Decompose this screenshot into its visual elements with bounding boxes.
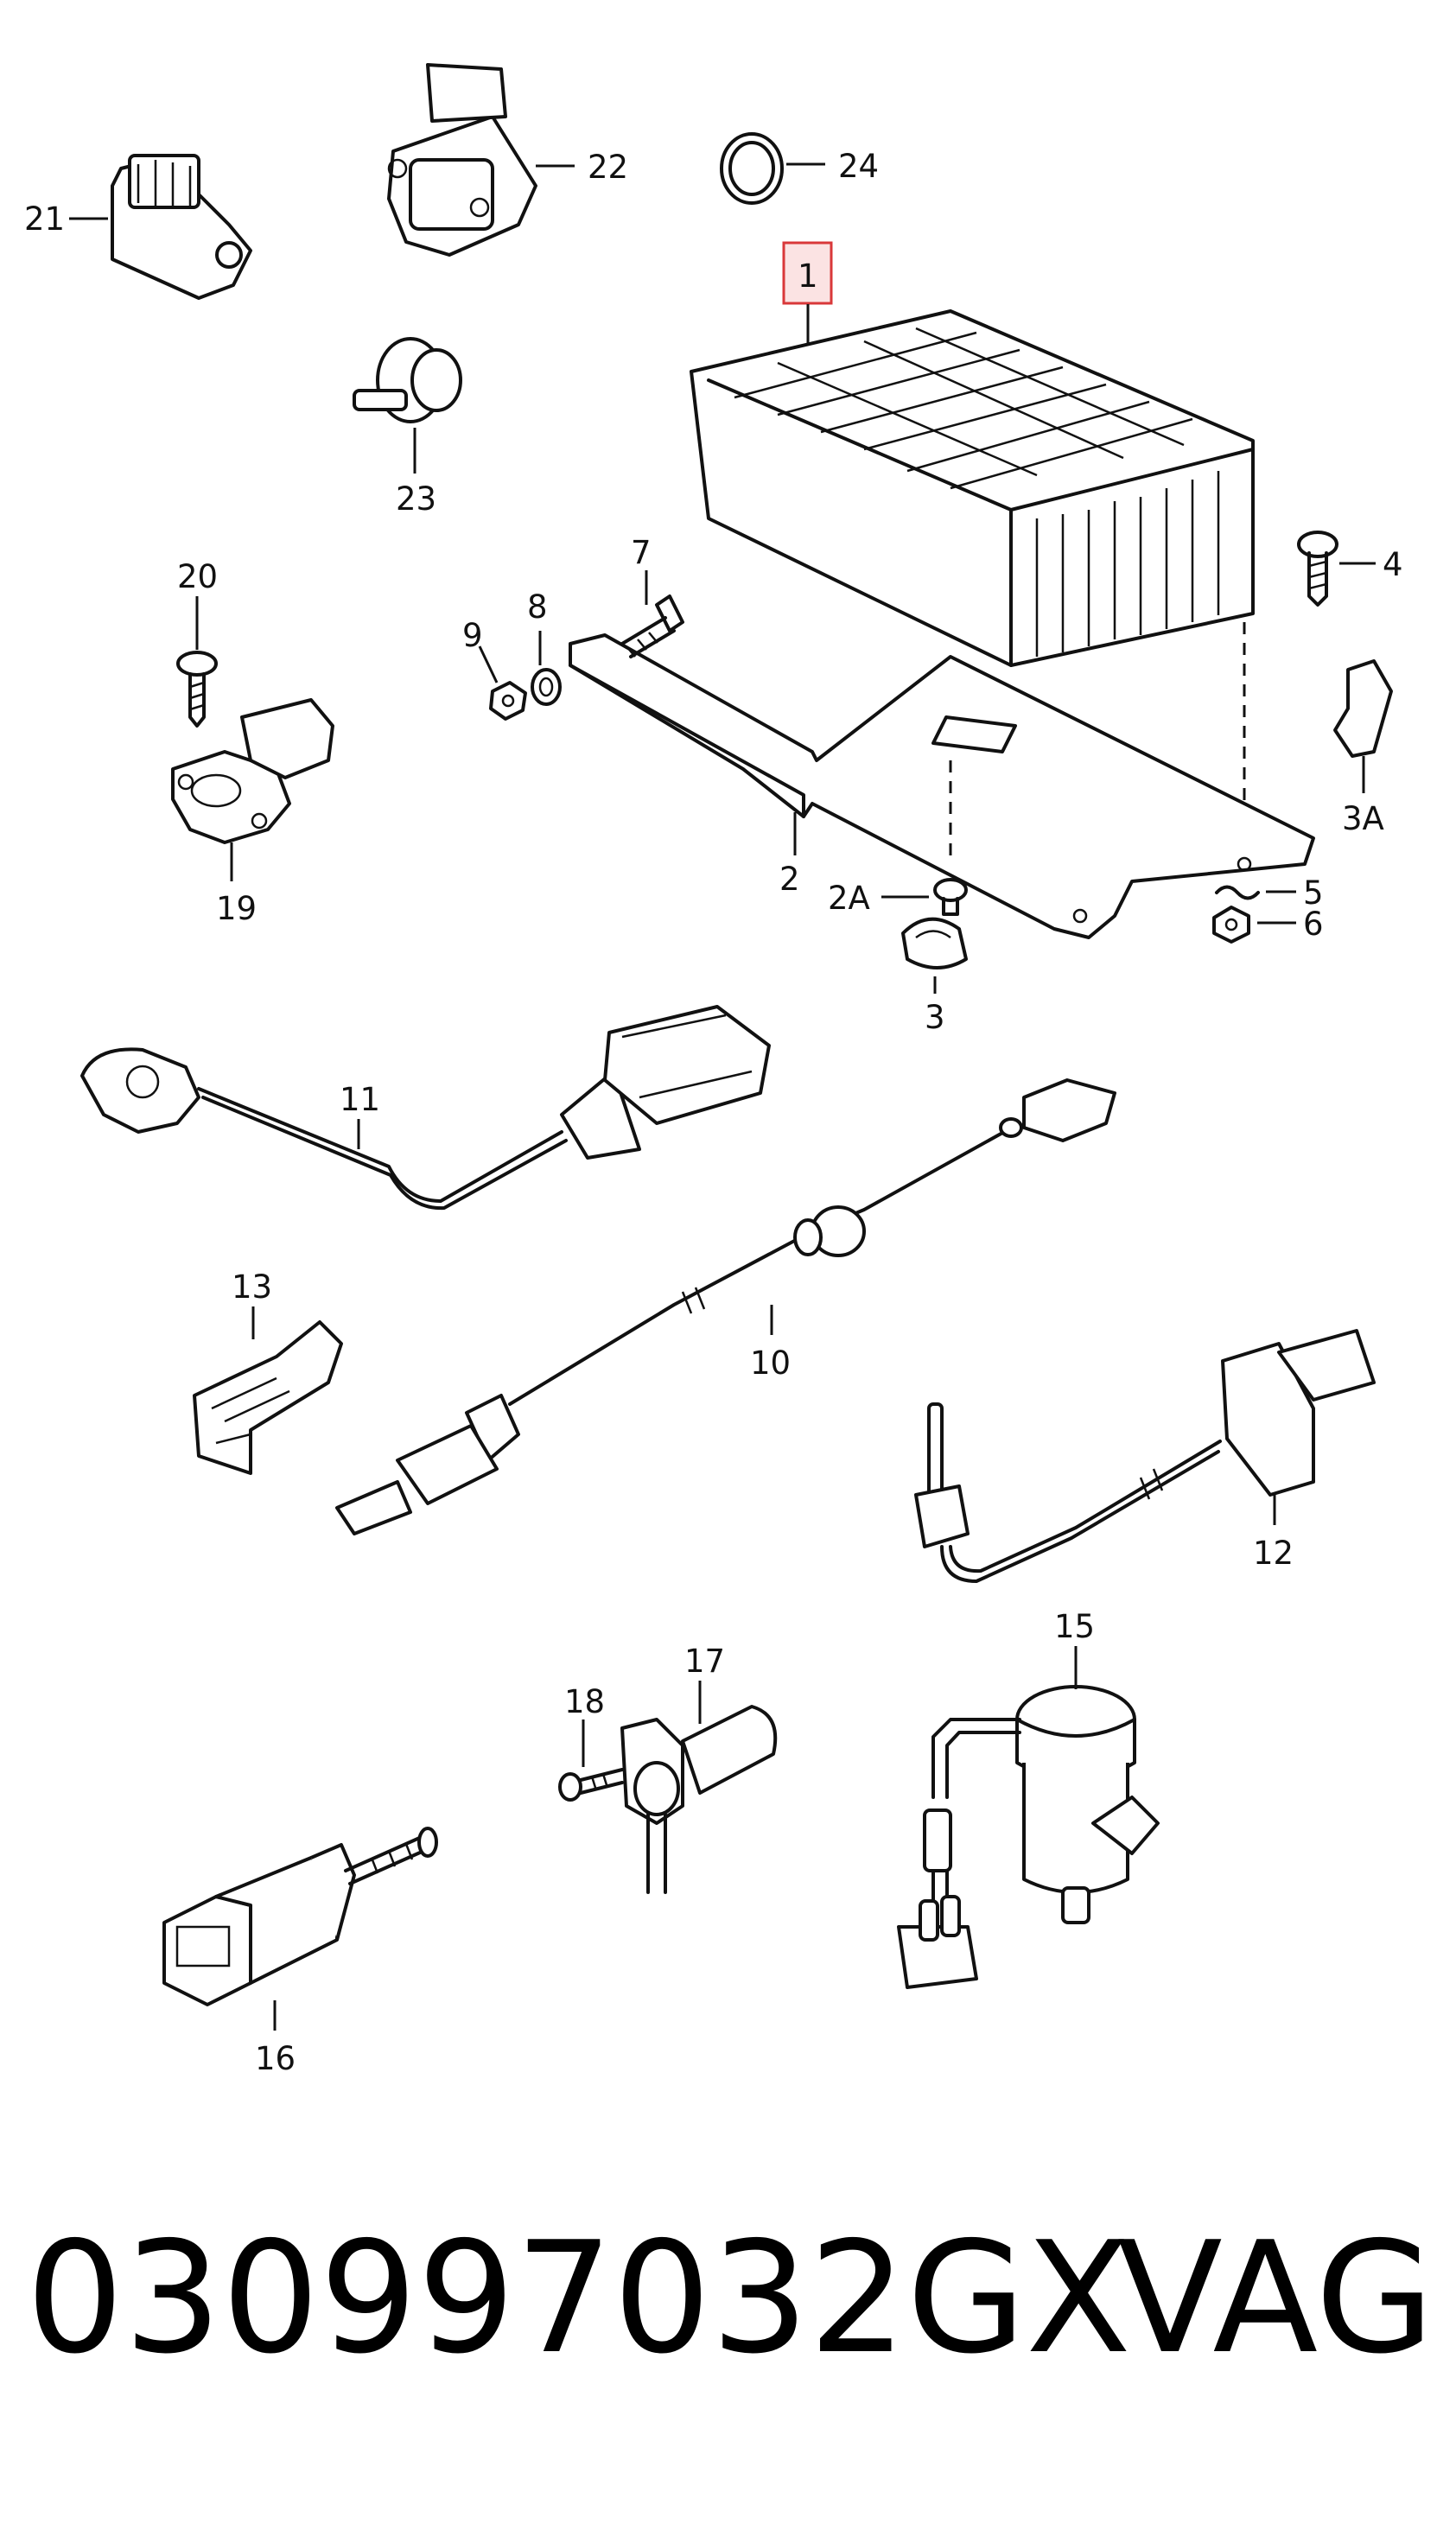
part-19-sensor <box>171 698 334 881</box>
callout-9: 9 <box>462 617 483 654</box>
callout-1-highlight <box>782 241 833 305</box>
callout-15: 15 <box>1054 1608 1095 1645</box>
callout-18: 18 <box>564 1683 605 1720</box>
part-9-nut <box>478 645 527 721</box>
callout-24: 24 <box>838 148 879 185</box>
callout-19: 19 <box>216 890 257 927</box>
callout-17: 17 <box>684 1643 725 1680</box>
part-22-sensor <box>387 63 575 257</box>
callout-4: 4 <box>1383 546 1403 583</box>
callout-8: 8 <box>527 588 548 626</box>
part-7-bolt <box>620 570 684 658</box>
part-11-cable-sensor <box>80 1005 771 1211</box>
part-3a-clip <box>1333 659 1393 793</box>
callout-23: 23 <box>396 480 436 518</box>
part-15-pump <box>897 1646 1160 1989</box>
part-12-temp-sensor <box>914 1329 1376 1583</box>
part-16-switch <box>162 1827 438 2031</box>
callout-1: 1 <box>798 257 818 295</box>
part-number: 030997032GX <box>26 2209 1132 2387</box>
part-20-screw <box>176 596 218 728</box>
callout-7: 7 <box>631 534 652 571</box>
part-24-o-ring <box>720 132 825 205</box>
callout-3a: 3A <box>1342 800 1384 837</box>
callout-3: 3 <box>925 999 945 1036</box>
part-18-screw <box>558 1720 624 1802</box>
part-5-spring-washer <box>1215 885 1296 900</box>
callout-16: 16 <box>255 2040 296 2077</box>
callout-10: 10 <box>750 1344 791 1382</box>
part-4-screw <box>1297 531 1376 607</box>
callout-20: 20 <box>177 558 218 595</box>
callout-22: 22 <box>588 149 628 186</box>
callout-2: 2 <box>779 861 800 898</box>
brand-name: VAG <box>1117 2209 1434 2387</box>
part-13-clip <box>193 1306 343 1475</box>
part-1-control-unit <box>690 309 1255 864</box>
part-21-connector <box>69 154 252 300</box>
footer: 030997032GX VAG <box>26 2212 1434 2385</box>
callout-5: 5 <box>1303 874 1324 912</box>
part-2-bracket <box>569 633 1315 939</box>
callout-11: 11 <box>340 1081 380 1118</box>
callout-6: 6 <box>1303 906 1324 943</box>
callout-13: 13 <box>232 1268 272 1306</box>
part-23-sensor <box>353 337 462 474</box>
part-3-grommet <box>901 917 968 994</box>
part-10-lambda-sensor <box>335 1078 1116 1535</box>
callout-12: 12 <box>1253 1535 1294 1572</box>
callout-21: 21 <box>24 200 65 238</box>
part-2a-plug <box>881 878 968 916</box>
part-6-nut <box>1212 906 1296 944</box>
callout-2a: 2A <box>828 880 870 917</box>
part-8-washer <box>531 631 562 706</box>
part-17-sensor <box>620 1681 778 1894</box>
